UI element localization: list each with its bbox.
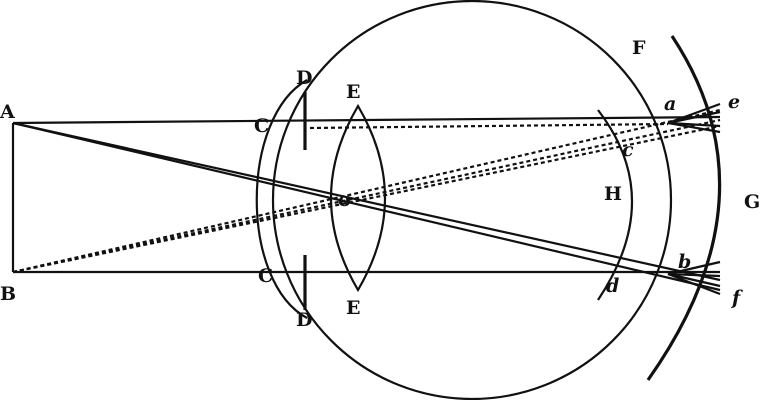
ray-a-lower [12, 121, 721, 292]
retina-h-arc [597, 109, 633, 301]
label-d-bottom: D [296, 309, 312, 331]
fan-f-1 [667, 260, 721, 276]
label-b-lower: b [678, 251, 691, 273]
label-b-upper: B [0, 283, 16, 305]
ray-dashed-upper [309, 122, 669, 130]
crystalline-lens [330, 103, 386, 293]
fan-f-4 [667, 272, 721, 296]
label-d-lower: d [606, 275, 619, 297]
label-g: G [744, 191, 760, 213]
label-e-lower: e [728, 91, 740, 113]
label-e-top: E [346, 81, 360, 103]
ray-a-cross [12, 121, 721, 282]
fan-f-2 [667, 272, 721, 278]
ray-a-top [12, 115, 721, 125]
label-f-lower: f [730, 287, 743, 309]
label-f-upper: F [632, 37, 646, 59]
fan-e-1 [667, 102, 721, 125]
eyeball-outline [271, 0, 673, 400]
label-c-bottom: C [258, 265, 273, 287]
label-a-lower: a [664, 93, 676, 115]
label-h: H [604, 183, 622, 205]
ray-b-dashed-1 [12, 108, 721, 274]
label-e-bottom: E [346, 297, 360, 319]
ray-b-dashed-3 [12, 124, 721, 274]
fan-e-2 [667, 110, 721, 125]
fan-f-3 [667, 272, 721, 288]
label-c-top: C [254, 115, 269, 137]
label-c-lower: c [622, 139, 634, 161]
cornea-arc [255, 79, 308, 319]
label-o: o [338, 189, 351, 211]
outer-g-arc [646, 35, 722, 381]
fan-e-4 [667, 121, 721, 134]
label-d-top: D [296, 67, 312, 89]
label-a-upper: A [0, 101, 15, 123]
